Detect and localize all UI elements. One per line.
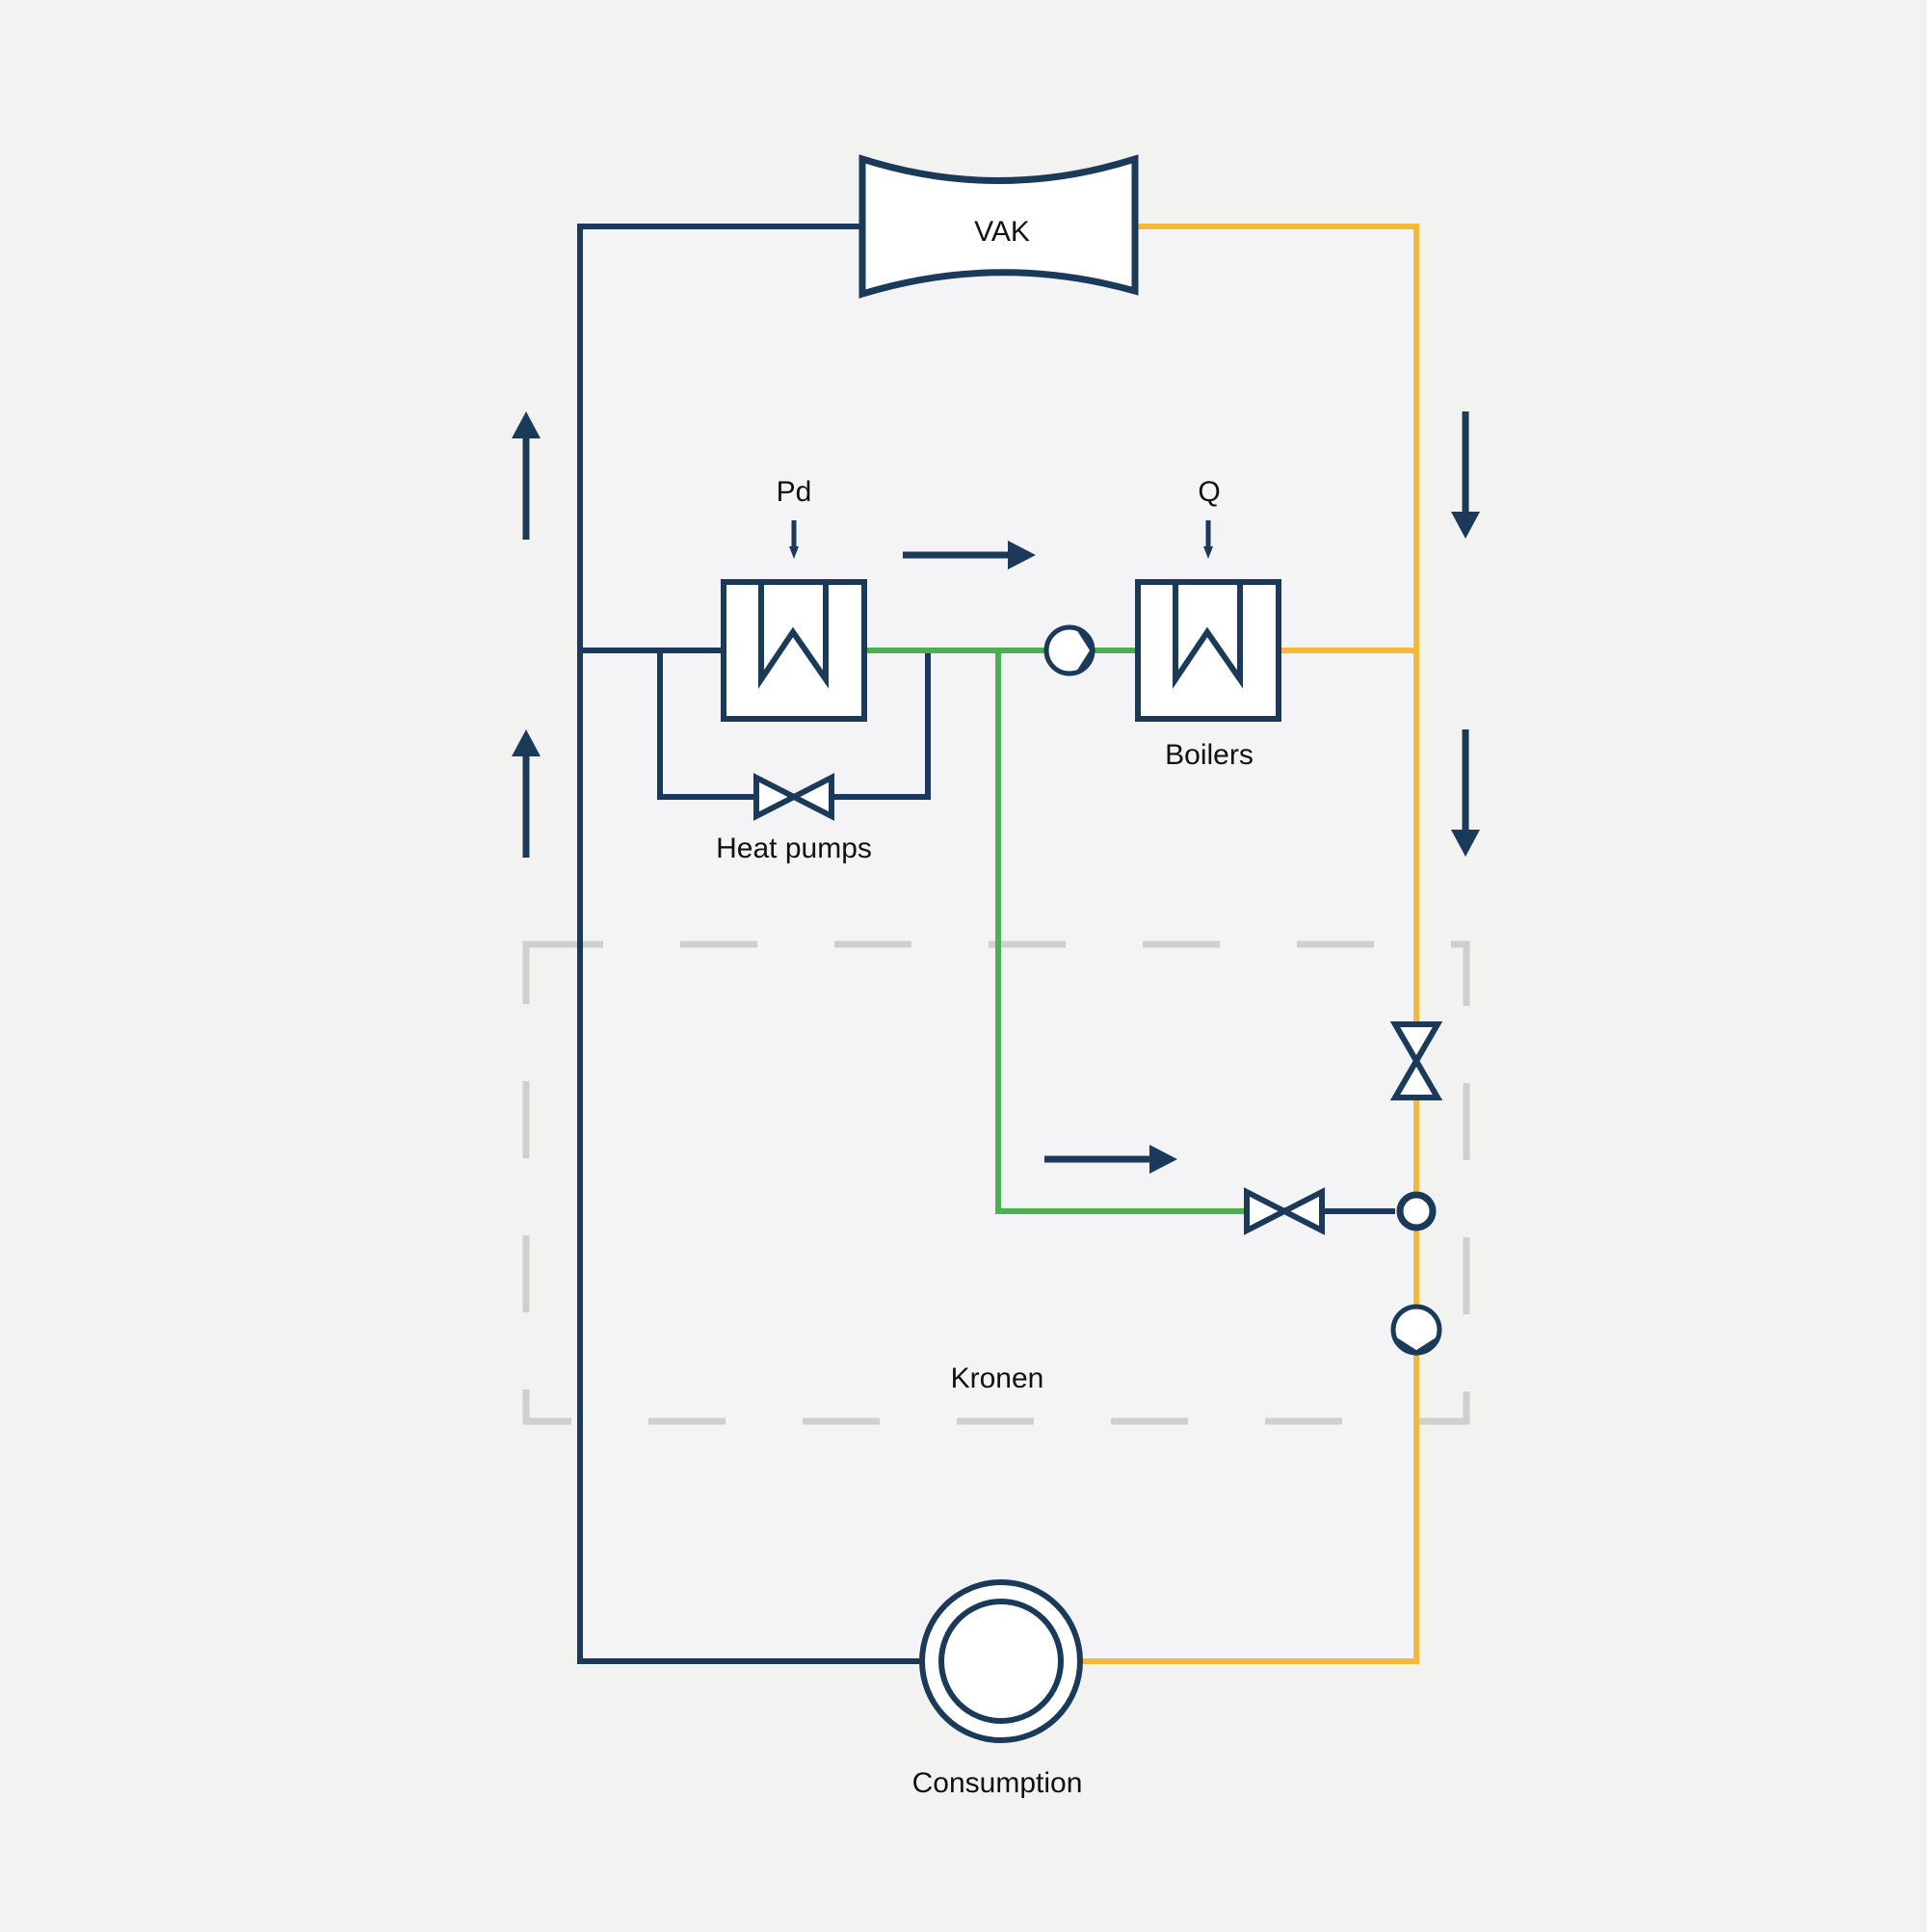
boiler-pump — [1043, 624, 1095, 676]
heat-pump-unit: Pd Heat pumps — [716, 476, 872, 864]
heat-exchanger-icon — [721, 579, 867, 722]
flow-arrows — [512, 411, 1480, 1174]
boiler-unit: Q Boilers — [1135, 476, 1281, 771]
flow-arrow-icon — [1451, 411, 1480, 539]
q-label: Q — [1198, 476, 1220, 508]
heat-pumps-label: Heat pumps — [716, 833, 872, 864]
bypass-valve — [753, 773, 834, 821]
supply-line — [1083, 224, 1419, 1664]
kronen-junction-node — [1396, 1191, 1437, 1231]
vak-label: VAK — [974, 216, 1030, 248]
pd-input-arrow — [789, 520, 799, 559]
heat-pump-line — [867, 648, 1246, 1214]
kronen-mixing-valve — [1244, 1187, 1325, 1235]
flow-arrow-icon — [512, 411, 541, 540]
consumption-unit: Consumption — [912, 1579, 1083, 1799]
pump-icon — [1390, 1304, 1442, 1356]
flow-arrow-icon — [1044, 1145, 1177, 1174]
valve-icon — [753, 773, 834, 821]
boilers-label: Boilers — [1165, 739, 1254, 771]
valve-icon — [1389, 1021, 1443, 1100]
consumption-label: Consumption — [912, 1767, 1083, 1799]
storage-tank-icon — [858, 154, 1139, 299]
kronen-supply-valve — [1389, 1021, 1443, 1100]
heat-exchanger-coil — [1173, 582, 1243, 689]
kronen-label: Kronen — [951, 1363, 1044, 1394]
valve-icon — [1244, 1187, 1325, 1235]
pump-icon — [1043, 624, 1095, 676]
heat-exchanger-coil — [758, 582, 829, 689]
pd-label: Pd — [777, 476, 812, 508]
q-input-arrow — [1203, 520, 1213, 559]
flow-arrow-icon — [1451, 729, 1480, 857]
heat-exchanger-icon — [1135, 579, 1281, 722]
flow-arrow-icon — [903, 541, 1036, 569]
vak-storage-tank: VAK — [858, 154, 1139, 299]
kronen-pump — [1390, 1304, 1442, 1356]
flow-arrow-icon — [512, 729, 541, 858]
